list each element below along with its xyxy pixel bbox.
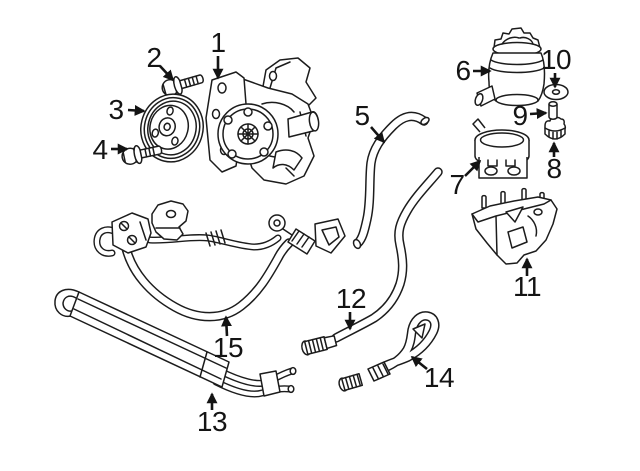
callout-label-9: 9	[512, 100, 528, 131]
part-pressure-hose-assembly	[93, 200, 346, 322]
callout-label-4: 4	[92, 134, 108, 165]
callout-label-13: 13	[196, 406, 228, 437]
callout-arrow-3	[127, 104, 146, 116]
callout-label-5: 5	[354, 100, 370, 131]
callout-label-2: 2	[146, 42, 162, 73]
callout-arrows	[111, 56, 561, 410]
cooler-pipe-clamp	[259, 370, 281, 397]
callout-label-8: 8	[546, 153, 562, 184]
callout-label-3: 3	[108, 94, 124, 125]
callout-label-7: 7	[449, 169, 465, 200]
callout-label-6: 6	[455, 55, 471, 86]
clamp-plate	[478, 157, 528, 179]
callout-arrow-5	[370, 126, 386, 144]
part-power-steering-pump	[205, 57, 320, 185]
callout-arrow-9	[529, 108, 548, 120]
callout-label-12: 12	[335, 283, 367, 314]
return-hose-fitting	[301, 335, 338, 356]
callout-arrow-2	[159, 65, 175, 82]
hose-fitting-block	[111, 212, 152, 254]
part-pulley	[140, 93, 204, 163]
pump-lower-elbow	[272, 149, 303, 171]
hose-bracket-plate	[151, 200, 189, 241]
callout-label-15: 15	[212, 332, 244, 363]
callout-arrow-7	[464, 159, 482, 177]
callout-arrow-15	[221, 315, 232, 337]
callout-label-1: 1	[210, 27, 226, 58]
part-pin	[548, 101, 558, 120]
callout-label-10: 10	[540, 44, 572, 75]
part-fluid-reservoir	[474, 27, 546, 107]
pulley-hub	[158, 117, 176, 137]
part-pulley-bolt	[161, 74, 204, 97]
callout-label-14: 14	[423, 362, 455, 393]
part-fluid-cooler	[54, 288, 297, 398]
banjo-bolt	[268, 214, 286, 232]
part-reservoir-bracket	[471, 187, 558, 265]
part-mounting-bolt	[121, 145, 163, 165]
callout-label-11: 11	[512, 271, 542, 302]
cooler-hose-fitting	[338, 373, 364, 392]
part-plug	[544, 116, 567, 140]
callout-arrow-14	[410, 355, 428, 371]
part-suction-hose	[352, 111, 430, 250]
part-reservoir-clamp	[472, 118, 530, 179]
part-return-hose	[301, 167, 443, 356]
part-cooler-hose	[338, 311, 440, 392]
